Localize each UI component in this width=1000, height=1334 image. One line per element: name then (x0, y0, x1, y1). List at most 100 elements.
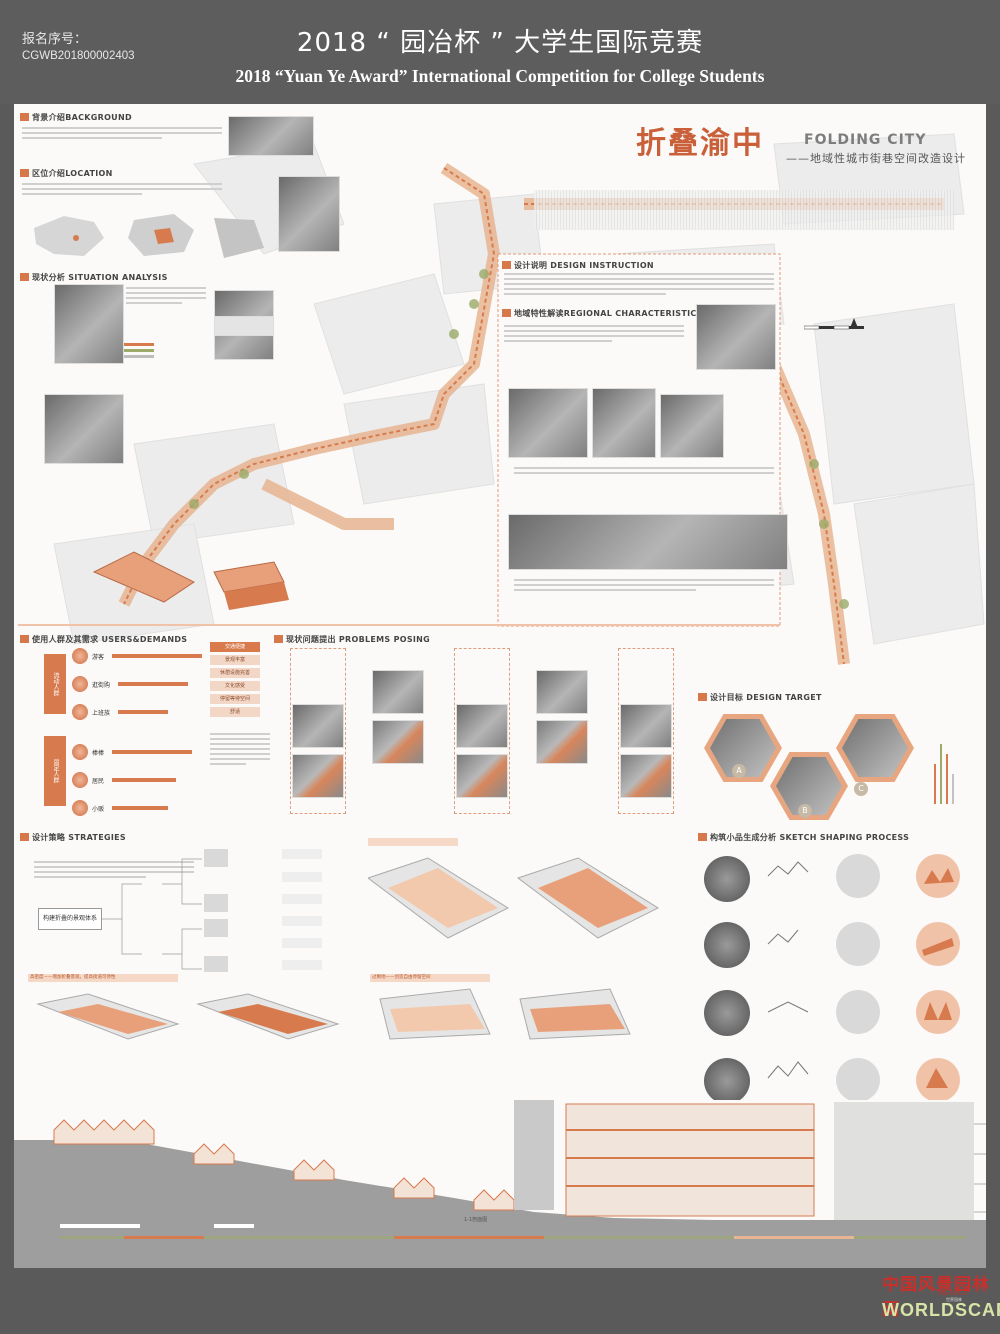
section-mark-icon (20, 635, 29, 643)
target-label-c: C (854, 782, 868, 796)
culture-photo-strip (508, 514, 788, 570)
problem-photo (536, 670, 588, 714)
problem-card-3 (454, 648, 510, 814)
location-aerial-photo (278, 176, 340, 252)
problem-photo (456, 704, 508, 748)
sketch-photo-circle (704, 922, 750, 968)
problem-photo (536, 720, 588, 764)
registration-label: 报名序号： (22, 32, 88, 47)
target-label-a: A (732, 764, 746, 778)
resident-icon (72, 772, 88, 788)
section-strategies-title: 设计策略 STRATEGIES (20, 832, 126, 843)
problem-card-5 (618, 648, 674, 814)
section-background-title: 背景介绍BACKGROUND (20, 112, 132, 123)
strategy-center-node: 构建折叠的景观体系 (38, 908, 102, 930)
strategy-banner-1: 高密度——增加折叠景观，提高街道可停性 (28, 974, 178, 982)
poster-title-cn: 折叠渝中 (636, 126, 764, 161)
section-users-title: 使用人群及其需求 USERS&DEMANDS (20, 634, 187, 645)
problem-photo (292, 754, 344, 798)
section-mark-icon (698, 693, 707, 701)
target-label-b: B (798, 804, 812, 818)
worker-icon (72, 704, 88, 720)
situation-text (126, 284, 206, 307)
section-mark-icon (20, 833, 29, 841)
people-label: 逛街购 (92, 681, 111, 689)
demand-tag: 交通便捷 (210, 642, 260, 652)
chla-domain: chla.com.cn (938, 1291, 969, 1297)
worldscape-sub: 世界园林 (946, 1297, 962, 1302)
sketch-photo-circle (704, 856, 750, 902)
section-mark-icon (20, 113, 29, 121)
strategy-diagram-banner (368, 838, 458, 846)
street-plan-strip (534, 190, 954, 230)
people-label: 游客 (92, 653, 105, 661)
node-axonometric (92, 551, 289, 610)
strategy-diagram-surplus (379, 988, 631, 1040)
competition-title-en: 2018 “Yuan Ye Award” International Compe… (235, 66, 765, 86)
sketch-photo-circle (704, 1058, 750, 1104)
section-sketch-title: 构筑小品生成分析 SKETCH SHAPING PROCESS (698, 832, 909, 843)
problem-photo (620, 704, 672, 748)
demand-tag: 舒适 (210, 707, 260, 717)
demand-tag: 休憩设施完善 (210, 668, 260, 678)
header-bar: 报名序号： CGWB201800002403 2018 “ 园冶杯 ” 大学生国… (0, 0, 1000, 104)
traffic-analysis-map (54, 284, 124, 364)
section-mark-icon (502, 309, 511, 317)
culture-captions (514, 576, 774, 594)
problem-photo (620, 754, 672, 798)
problem-card-1 (290, 648, 346, 814)
sketch-photo-circle (704, 990, 750, 1036)
architecture-photo-3 (660, 394, 724, 458)
section-target-title: 设计目标 DESIGN TARGET (698, 692, 822, 703)
architecture-captions (514, 464, 774, 477)
section-situation-title: 现状分析 SITUATION ANALYSIS (20, 272, 168, 283)
porter-icon (72, 744, 88, 760)
decorative-bars (934, 734, 974, 804)
section-mark-icon (20, 273, 29, 281)
architecture-photo-2 (592, 388, 656, 458)
sketch-process-diagram (767, 854, 960, 1102)
shopper-icon (72, 676, 88, 692)
strategy-axonometric-1 (368, 857, 660, 939)
background-photo (228, 116, 314, 156)
section-design-instruction-title: 设计说明 DESIGN INSTRUCTION (502, 260, 654, 271)
people-label: 小贩 (92, 805, 105, 813)
regional-text (504, 322, 684, 345)
demand-tag: 停留等待空间 (210, 694, 260, 704)
problem-photo (372, 670, 424, 714)
strategy-banner-2: 过剩地——创造自由停留空间 (370, 974, 490, 982)
regional-map (696, 304, 776, 370)
poster-title-en: FOLDING CITY (804, 132, 927, 148)
people-list: 游客 逛街购 上班族 棒棒 居民 小贩 (72, 648, 212, 816)
flow-group-fixed: 固定人群 (44, 736, 66, 806)
section-mark-icon (502, 261, 511, 269)
architecture-photo-1 (508, 388, 588, 458)
section-location-title: 区位介绍LOCATION (20, 168, 113, 179)
scale-bar-icon (804, 318, 864, 330)
people-label: 棒棒 (92, 749, 105, 757)
strategies-text (34, 858, 194, 881)
demand-tag: 景观丰富 (210, 655, 260, 665)
poster-subtitle: ——地域性城市街巷空间改造设计 (786, 152, 966, 165)
competition-title-cn: 2018 “ 园冶杯 ” 大学生国际竞赛 (296, 28, 704, 58)
distribution-bar (214, 316, 274, 336)
users-text (210, 730, 270, 768)
flow-group-mobile: 流动人群 (44, 654, 66, 714)
design-instruction-text (504, 270, 774, 298)
background-text (22, 124, 222, 142)
section-mark-icon (20, 169, 29, 177)
section-mark-icon (274, 635, 283, 643)
section-mark-icon (698, 833, 707, 841)
tourist-icon (72, 648, 88, 664)
chla-logo-text: 中国风景园林网 (882, 1275, 990, 1320)
location-text (22, 180, 222, 198)
problem-photo (456, 754, 508, 798)
problem-photo (372, 720, 424, 764)
strategy-diagram-density (36, 993, 340, 1040)
problem-photo (292, 704, 344, 748)
worldscape-logo-text: WORLDSCAPE (882, 1300, 1000, 1320)
section-label: 1-1剖面图 (464, 1217, 488, 1223)
vendor-icon (72, 800, 88, 816)
demand-tag: 文化感受 (210, 681, 260, 691)
location-maps (34, 214, 264, 258)
